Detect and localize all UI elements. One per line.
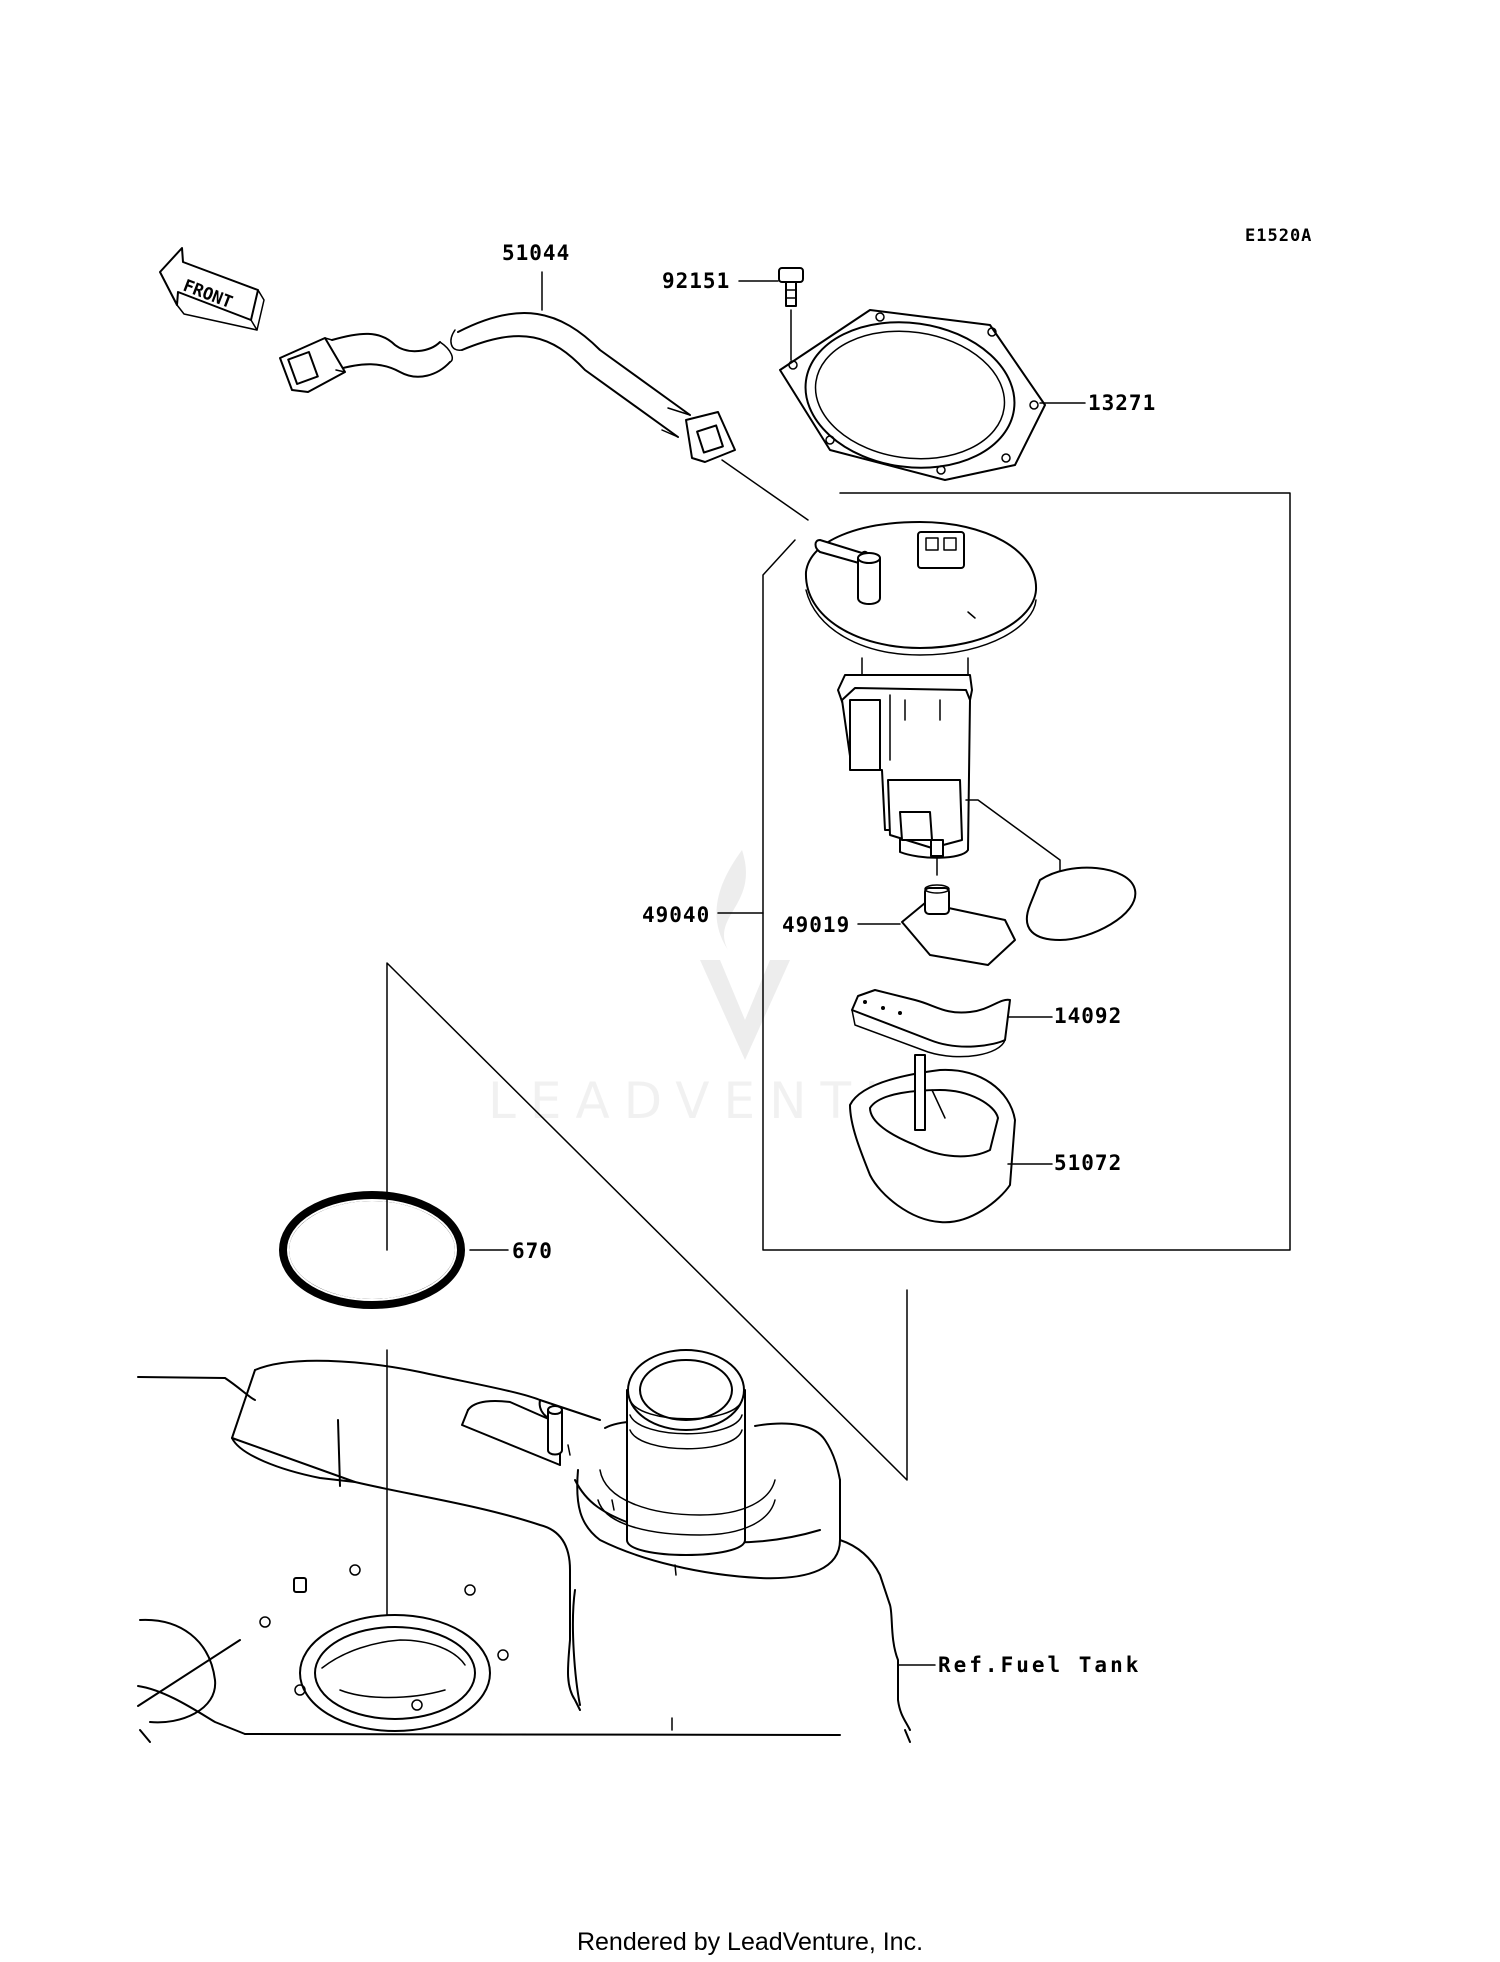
label-49040: 49040 [642, 903, 710, 927]
label-49019: 49019 [782, 913, 850, 937]
fuel-filter: 49019 [782, 884, 1016, 966]
label-14092: 14092 [1054, 1004, 1122, 1028]
fuel-tank: Ref.Fuel Tank [137, 1349, 1141, 1743]
reference-fuel-tank-label: Ref.Fuel Tank [938, 1653, 1141, 1677]
label-51072: 51072 [1054, 1151, 1122, 1175]
pump-gasket: 13271 [779, 309, 1156, 481]
pump-cover: 51072 [849, 1054, 1122, 1224]
fuel-hose: 51044 [279, 241, 809, 521]
pump-assembly-box: 49040 [642, 492, 1291, 1251]
label-13271: 13271 [1088, 391, 1156, 415]
o-ring: 670 [279, 1191, 553, 1309]
guide-lines [386, 962, 908, 1639]
front-arrow-icon: FRONT [159, 247, 265, 331]
label-670: 670 [512, 1239, 553, 1263]
label-51044: 51044 [502, 241, 570, 265]
front-label: FRONT [180, 276, 235, 313]
footer-credit: Rendered by LeadVenture, Inc. [576, 1928, 924, 1956]
fuel-pump [804, 521, 1137, 941]
diagram-code: E1520A [1245, 226, 1312, 246]
label-92151: 92151 [662, 269, 730, 293]
pump-bracket: 14092 [851, 989, 1122, 1058]
mounting-bolt: 92151 [662, 267, 804, 361]
